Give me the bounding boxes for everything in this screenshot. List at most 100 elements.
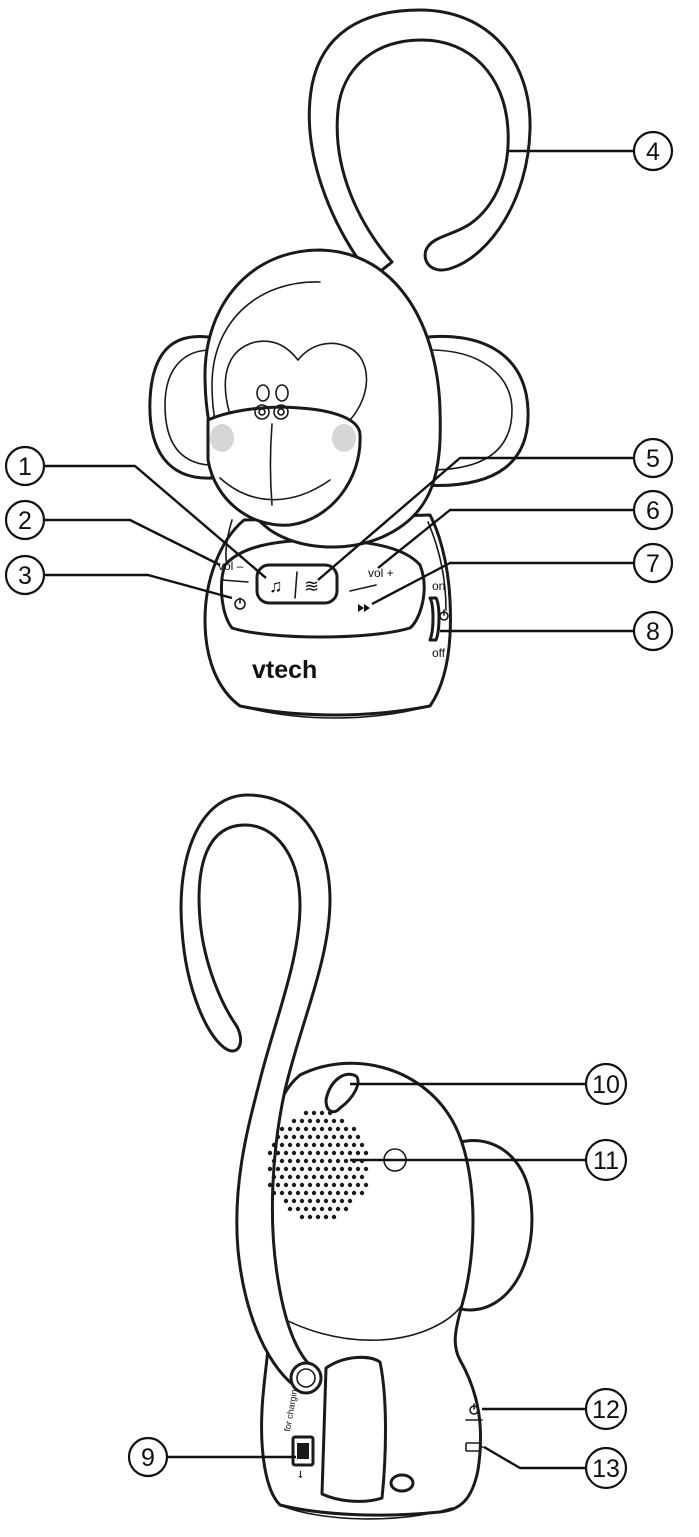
grille-hole	[283, 1134, 289, 1140]
grille-hole	[327, 1206, 333, 1212]
grille-hole	[323, 1134, 329, 1140]
grille-hole	[335, 1126, 341, 1132]
grille-hole	[295, 1190, 301, 1196]
grille-hole	[319, 1110, 325, 1116]
grille-hole	[275, 1182, 281, 1188]
grille-hole	[347, 1166, 353, 1172]
skip-icon[interactable]	[358, 604, 370, 612]
grille-hole	[315, 1182, 321, 1188]
speaker-grille	[267, 1110, 369, 1220]
callout-11-circle	[584, 1138, 628, 1182]
grille-hole	[339, 1150, 345, 1156]
grille-hole	[359, 1190, 365, 1196]
grille-hole	[307, 1214, 313, 1220]
grille-hole	[319, 1190, 325, 1196]
grille-hole	[287, 1126, 293, 1132]
grille-hole	[303, 1190, 309, 1196]
brand-logo: vtech	[252, 656, 317, 684]
power-switch[interactable]	[428, 596, 441, 642]
leader-13	[483, 1445, 586, 1470]
grille-hole	[299, 1214, 305, 1220]
grille-hole	[351, 1174, 357, 1180]
grille-hole	[275, 1150, 281, 1156]
waves-icon: ≋	[304, 576, 319, 596]
callout-12: 12	[592, 1396, 620, 1424]
grille-hole	[351, 1190, 357, 1196]
callout-10-circle	[584, 1062, 628, 1106]
grille-hole	[331, 1182, 337, 1188]
panel-latch	[389, 1473, 415, 1493]
timer-icon-back	[469, 1403, 479, 1415]
grille-hole	[307, 1150, 313, 1156]
grille-hole	[319, 1126, 325, 1132]
grille-hole	[351, 1126, 357, 1132]
leader-3	[45, 573, 233, 600]
left-ear-front	[148, 335, 217, 480]
callout-9: 9	[141, 1444, 155, 1472]
grille-hole	[275, 1166, 281, 1172]
callout-1: 1	[18, 453, 32, 481]
vol-minus-key[interactable]	[221, 579, 249, 583]
on-label: on	[432, 579, 445, 593]
callout-9-circle	[127, 1436, 169, 1478]
callout-6-circle	[632, 489, 674, 531]
leader-7	[371, 561, 634, 606]
grille-hole	[291, 1150, 297, 1156]
grille-hole	[303, 1110, 309, 1116]
grille-hole	[331, 1118, 337, 1124]
usb-port-inner	[297, 1443, 309, 1459]
grille-hole	[319, 1174, 325, 1180]
grille-hole	[343, 1158, 349, 1164]
grille-hole	[335, 1190, 341, 1196]
grille-hole	[331, 1214, 337, 1220]
grille-hole	[355, 1150, 361, 1156]
grille-hole	[319, 1206, 325, 1212]
grille-hole	[291, 1118, 297, 1124]
music-button[interactable]	[255, 563, 339, 605]
grille-hole	[295, 1174, 301, 1180]
power-icon	[439, 609, 449, 621]
vol-plus-key[interactable]	[349, 584, 377, 592]
grille-hole	[299, 1118, 305, 1124]
grille-hole	[347, 1134, 353, 1140]
tail-hook-back	[179, 793, 332, 1392]
grille-hole	[307, 1198, 313, 1204]
grille-hole	[323, 1198, 329, 1204]
grille-hole	[355, 1182, 361, 1188]
grille-hole	[311, 1206, 317, 1212]
callout-3-circle	[4, 554, 46, 596]
grille-hole	[355, 1134, 361, 1140]
grille-hole	[287, 1158, 293, 1164]
grille-hole	[327, 1126, 333, 1132]
callout-5-circle	[632, 437, 674, 479]
grille-hole	[287, 1142, 293, 1148]
grille-hole	[323, 1118, 329, 1124]
timer-icon[interactable]	[234, 597, 246, 610]
grille-hole	[291, 1182, 297, 1188]
callout-13-circle	[584, 1446, 628, 1490]
callout-3: 3	[18, 562, 32, 590]
tail-joint-inner	[296, 1368, 316, 1388]
leader-6	[377, 508, 634, 569]
grille-hole	[315, 1134, 321, 1140]
side-panel-right	[427, 521, 447, 611]
base-rim	[239, 705, 431, 719]
grille-hole	[279, 1190, 285, 1196]
callouts: 1 2 3 4 5 6 7 8 9 10	[4, 130, 674, 1490]
grille-hole	[351, 1142, 357, 1148]
grille-hole	[339, 1118, 345, 1124]
grille-hole	[311, 1190, 317, 1196]
callout-2: 2	[18, 507, 32, 535]
callout-4: 4	[646, 138, 660, 166]
tail-joint	[289, 1361, 323, 1395]
grille-hole	[327, 1110, 333, 1116]
grille-hole	[335, 1174, 341, 1180]
music-icon: ♫	[269, 576, 283, 596]
callout-10: 10	[592, 1071, 620, 1099]
vol-plus-label: vol +	[368, 566, 394, 580]
callout-4-circle	[632, 130, 674, 172]
grille-hole	[303, 1158, 309, 1164]
grille-hole	[347, 1150, 353, 1156]
leader-2	[45, 518, 221, 567]
grille-hole	[295, 1142, 301, 1148]
